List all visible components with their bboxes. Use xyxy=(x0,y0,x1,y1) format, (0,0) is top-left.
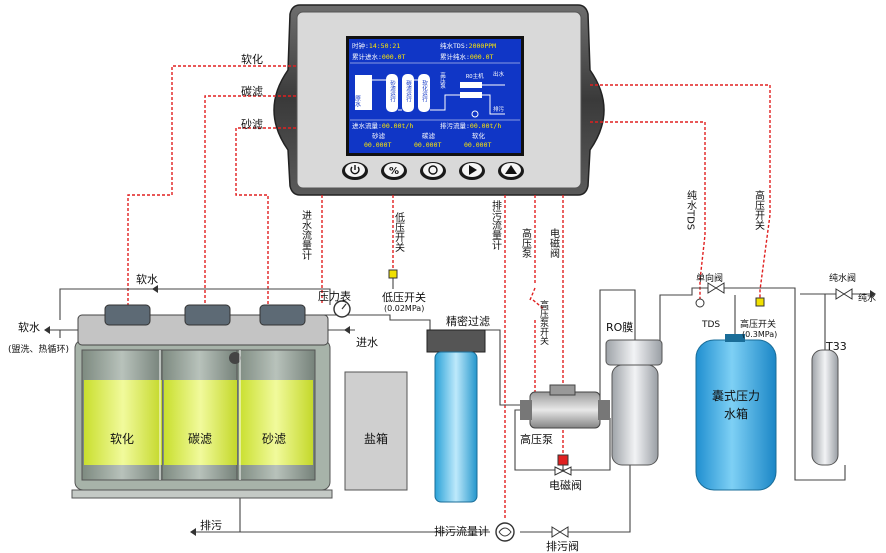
low-pressure-switch xyxy=(388,269,398,289)
label-drain-valve: 排污阀 xyxy=(546,539,579,553)
power-button[interactable] xyxy=(342,162,368,180)
tds-probe xyxy=(695,298,705,308)
screen-process-diagram: 原水 砂滤运行 碳滤运行 软化运行 高压泵 RO主机 出水 排污 xyxy=(354,70,505,118)
label-inflow-meter: 进水流量计 xyxy=(300,210,312,261)
svg-text:砂滤: 砂滤 xyxy=(372,131,386,140)
label-soften: 软化 xyxy=(241,52,263,66)
svg-text:软化运行: 软化运行 xyxy=(421,79,428,104)
label-low-pressure-switch-v: 低压开关 xyxy=(393,211,405,253)
label-tank-carbon: 碳滤 xyxy=(188,432,212,446)
pressure-gauge xyxy=(333,300,351,318)
label-pure-valve: 纯水阀 xyxy=(829,272,856,284)
label-soft-water-top: 软水 xyxy=(136,272,158,286)
label-bladder-tank-line2: 水箱 xyxy=(724,406,748,421)
svg-text:碳滤运行: 碳滤运行 xyxy=(405,79,412,104)
label-pure-tds-v: 纯水TDS xyxy=(685,189,697,230)
label-tank-sand: 砂滤 xyxy=(262,432,286,446)
label-high-pressure-switch-v: 高压开关 xyxy=(753,189,765,231)
high-pressure-switch xyxy=(755,297,765,307)
svg-text:排污流量:00.00t/h: 排污流量:00.00t/h xyxy=(440,121,501,130)
gear-icon xyxy=(428,165,438,175)
svg-text:00.000T: 00.000T xyxy=(414,141,441,149)
label-tds: TDS xyxy=(701,320,720,330)
svg-text:纯水TDS:2000PPM: 纯水TDS:2000PPM xyxy=(440,41,496,50)
svg-text:排污: 排污 xyxy=(493,105,505,113)
label-salt-box: 盐箱 xyxy=(364,431,388,446)
play-icon xyxy=(469,165,477,175)
svg-text:软化: 软化 xyxy=(472,131,486,140)
solenoid-valve xyxy=(554,454,572,476)
pure-water-valve xyxy=(835,288,853,300)
flow-arrows xyxy=(44,285,876,536)
svg-text:时钟:14:50:21: 时钟:14:50:21 xyxy=(352,41,400,50)
label-tank-soft: 软化 xyxy=(110,432,134,446)
t33-filter xyxy=(811,349,839,466)
signal-wiring xyxy=(127,65,771,520)
svg-text:RO主机: RO主机 xyxy=(466,72,484,80)
controller-screen: 时钟:14:50:21 纯水TDS:2000PPM 累计进水:000.0T 累计… xyxy=(349,39,521,153)
label-sand: 砂滤 xyxy=(241,118,263,131)
label-t33: T33 xyxy=(825,340,847,353)
label-pressure-gauge: 压力表 xyxy=(318,289,351,303)
salt-box xyxy=(344,371,408,491)
svg-text:进水流量:00.00t/h: 进水流量:00.00t/h xyxy=(352,121,413,130)
svg-text:00.000T: 00.000T xyxy=(464,141,491,149)
power-icon xyxy=(350,165,360,175)
label-drain-flow-meter: 排污流量计 xyxy=(434,524,489,538)
controller-buttons: % xyxy=(342,162,524,180)
label-ro-membrane: RO膜 xyxy=(606,321,633,334)
label-low-pressure-value: (0.02MPa) xyxy=(384,304,424,313)
screen-tank-label: 原水 xyxy=(354,95,361,107)
up-button[interactable] xyxy=(498,162,524,180)
label-solenoid-v: 电磁阀 xyxy=(548,227,560,259)
softener-assembly xyxy=(71,304,333,499)
check-valve xyxy=(707,282,725,294)
settings-button[interactable] xyxy=(420,162,446,180)
label-soft-water-left: 软水 xyxy=(18,320,40,334)
drain-valve xyxy=(551,526,569,538)
label-backwash-note: (盟洗、热循环) xyxy=(8,343,69,355)
up-arrow-icon xyxy=(505,165,517,174)
label-carbon: 碳滤 xyxy=(241,84,263,98)
label-check-valve: 单向阀 xyxy=(696,272,723,284)
svg-text:累计进水:000.0T: 累计进水:000.0T xyxy=(352,52,405,61)
svg-text:砂滤运行: 砂滤运行 xyxy=(389,79,396,104)
ro-membrane xyxy=(605,339,663,466)
label-drain-flow-meter-v: 排污流量计 xyxy=(490,199,502,251)
label-solenoid: 电磁阀 xyxy=(549,478,582,492)
label-high-pressure-value: (0.3MPa) xyxy=(742,330,777,339)
high-pressure-pump xyxy=(520,384,610,429)
label-high-pressure-switch: 高压开关 xyxy=(740,318,776,330)
label-drain-left: 排污 xyxy=(200,518,222,532)
svg-text:碳滤: 碳滤 xyxy=(422,131,436,140)
label-hp-pump-v: 高压泵 xyxy=(520,227,532,258)
precision-filter xyxy=(426,329,486,503)
play-button[interactable] xyxy=(459,162,485,180)
label-hp-pump-switch: 高压泵开关 xyxy=(538,299,549,346)
label-low-pressure-switch: 低压开关 xyxy=(382,290,426,304)
label-hp-pump: 高压泵 xyxy=(520,432,553,446)
drain-flow-meter xyxy=(495,522,515,542)
svg-text:00.000T: 00.000T xyxy=(364,141,391,149)
svg-text:高压泵: 高压泵 xyxy=(439,71,446,89)
svg-text:出水: 出水 xyxy=(493,70,505,78)
percent-button[interactable]: % xyxy=(381,162,407,180)
label-precision-filter: 精密过滤 xyxy=(446,314,490,328)
label-bladder-tank-line1: 囊式压力 xyxy=(712,388,760,403)
label-water-in: 进水 xyxy=(356,336,378,349)
bladder-tank xyxy=(695,334,777,491)
svg-text:累计纯水:000.0T: 累计纯水:000.0T xyxy=(440,52,493,61)
percent-icon: % xyxy=(389,166,399,177)
